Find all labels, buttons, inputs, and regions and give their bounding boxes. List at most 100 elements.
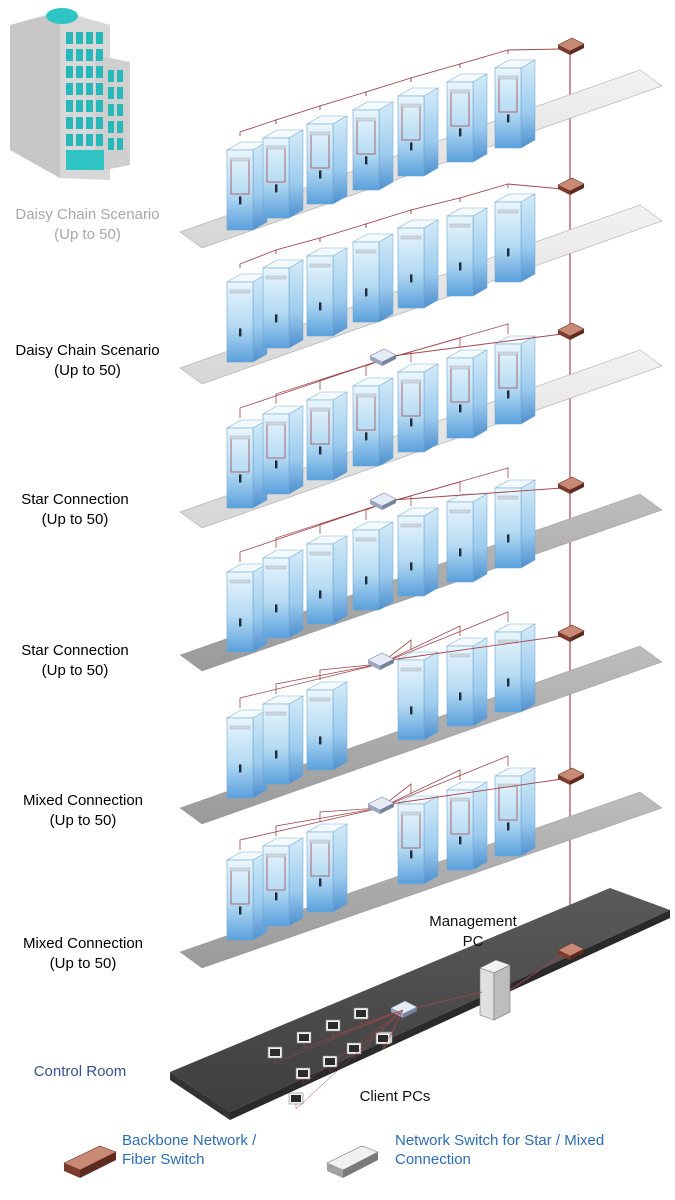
rack: [305, 115, 349, 205]
floor-3-cables: [239, 323, 563, 418]
switch-cable: [415, 991, 483, 1009]
star-cable: [381, 323, 509, 361]
management-pc: [479, 959, 511, 1021]
rack: [445, 349, 489, 439]
rack: [493, 59, 537, 149]
star-cable: [379, 639, 412, 665]
network-switch-icon: [367, 796, 395, 814]
star-cable: [239, 663, 381, 708]
floor-1-cables: [239, 48, 563, 136]
legend-switch-line1: Network Switch for Star / Mixed: [395, 1132, 605, 1149]
star-cable: [239, 503, 383, 562]
client-pcs-caption: Client PCs: [340, 1087, 450, 1107]
rack: [445, 207, 489, 297]
floor-2: [179, 177, 663, 385]
floor-label-6-capacity: (Up to 50): [49, 955, 117, 972]
management-pc-line1: Management: [429, 913, 517, 930]
floor-4: [179, 467, 663, 672]
star-cable: [319, 663, 381, 680]
backbone-switch-icon: [557, 177, 585, 195]
control-room-title: Control Room: [33, 1063, 127, 1080]
floor-6-racks: [225, 767, 537, 941]
floor-label-1-title: Daisy Chain Scenario: [15, 206, 160, 223]
floor-3-racks: [225, 335, 537, 509]
rack: [225, 563, 269, 653]
network-switch-icon: [367, 652, 395, 670]
backbone-switch-icon: [63, 1145, 117, 1178]
rack: [225, 141, 269, 231]
rack: [493, 335, 537, 425]
star-cable: [239, 359, 383, 418]
rack: [261, 259, 305, 349]
star-cable: [239, 807, 381, 850]
star-cable: [381, 467, 509, 505]
star-cable: [379, 755, 509, 809]
floor-2-cables: [239, 183, 563, 268]
floor-5-cables: [239, 611, 563, 708]
rack: [445, 73, 489, 163]
rack: [396, 219, 440, 309]
rack: [261, 129, 305, 219]
star-cable: [379, 769, 461, 809]
rack: [493, 767, 537, 857]
rack: [305, 391, 349, 481]
rack: [261, 695, 305, 785]
rack: [261, 837, 305, 927]
backbone-switch-icon: [557, 767, 585, 785]
floor-label-5-title: Mixed Connection: [22, 792, 144, 809]
rack: [225, 851, 269, 941]
rack: [351, 521, 395, 611]
floor-5-racks: [225, 623, 537, 799]
floor-4-racks: [225, 479, 537, 653]
floor-label-4: Star Connection (Up to 50): [0, 641, 150, 681]
backbone-switch-icon: [557, 476, 585, 494]
floor-label-4-title: Star Connection: [21, 642, 129, 659]
legend-backbone-text: Backbone Network / Fiber Switch: [122, 1131, 322, 1169]
rack: [261, 405, 305, 495]
floor-label-3-capacity: (Up to 50): [41, 511, 109, 528]
floors-layer: [179, 37, 663, 969]
daisy-cable: [275, 237, 321, 254]
floor-label-1: Daisy Chain Scenario (Up to 50): [0, 205, 175, 245]
building-icon: [10, 8, 130, 180]
rack: [305, 247, 349, 337]
rack: [396, 795, 440, 885]
building-dome: [46, 8, 78, 24]
control-room-label: Control Room: [0, 1062, 160, 1082]
network-switch-icon: [369, 492, 397, 510]
star-cable: [379, 783, 412, 809]
floor-label-3-title: Star Connection: [21, 491, 129, 508]
management-cable: [509, 954, 563, 991]
floor-label-4-capacity: (Up to 50): [41, 662, 109, 679]
legend-backbone-line1: Backbone Network /: [122, 1132, 257, 1149]
uplink-cable: [389, 778, 563, 805]
building-side: [10, 12, 60, 178]
floor-label-5-capacity: (Up to 50): [49, 812, 117, 829]
floor-label-2-title: Daisy Chain Scenario: [15, 342, 160, 359]
rack: [493, 193, 537, 283]
backbone-switch-icon: [557, 37, 585, 55]
rack: [305, 681, 349, 771]
legend-switch-line2: Connection: [395, 1151, 471, 1168]
floor-label-2: Daisy Chain Scenario (Up to 50): [0, 341, 175, 381]
client-pcs: [267, 1007, 404, 1110]
rack: [396, 87, 440, 177]
backbone-switch-icon: [557, 322, 585, 340]
rack: [445, 781, 489, 871]
daisy-cable: [459, 183, 509, 202]
uplink-cable: [391, 333, 563, 357]
rack: [225, 273, 269, 363]
star-cable: [319, 503, 383, 534]
floor-label-5: Mixed Connection (Up to 50): [0, 791, 166, 831]
daisy-cable: [459, 49, 509, 68]
rack: [351, 233, 395, 323]
client-pcs-label: Client PCs: [359, 1088, 431, 1105]
floor-6: [179, 755, 663, 969]
daisy-cable: [410, 197, 461, 214]
floor-5: [179, 611, 663, 825]
backbone-switch-icon: [557, 624, 585, 642]
uplink-cable: [389, 635, 563, 661]
floor-4-cables: [239, 467, 563, 562]
rack: [225, 709, 269, 799]
rack: [396, 507, 440, 597]
